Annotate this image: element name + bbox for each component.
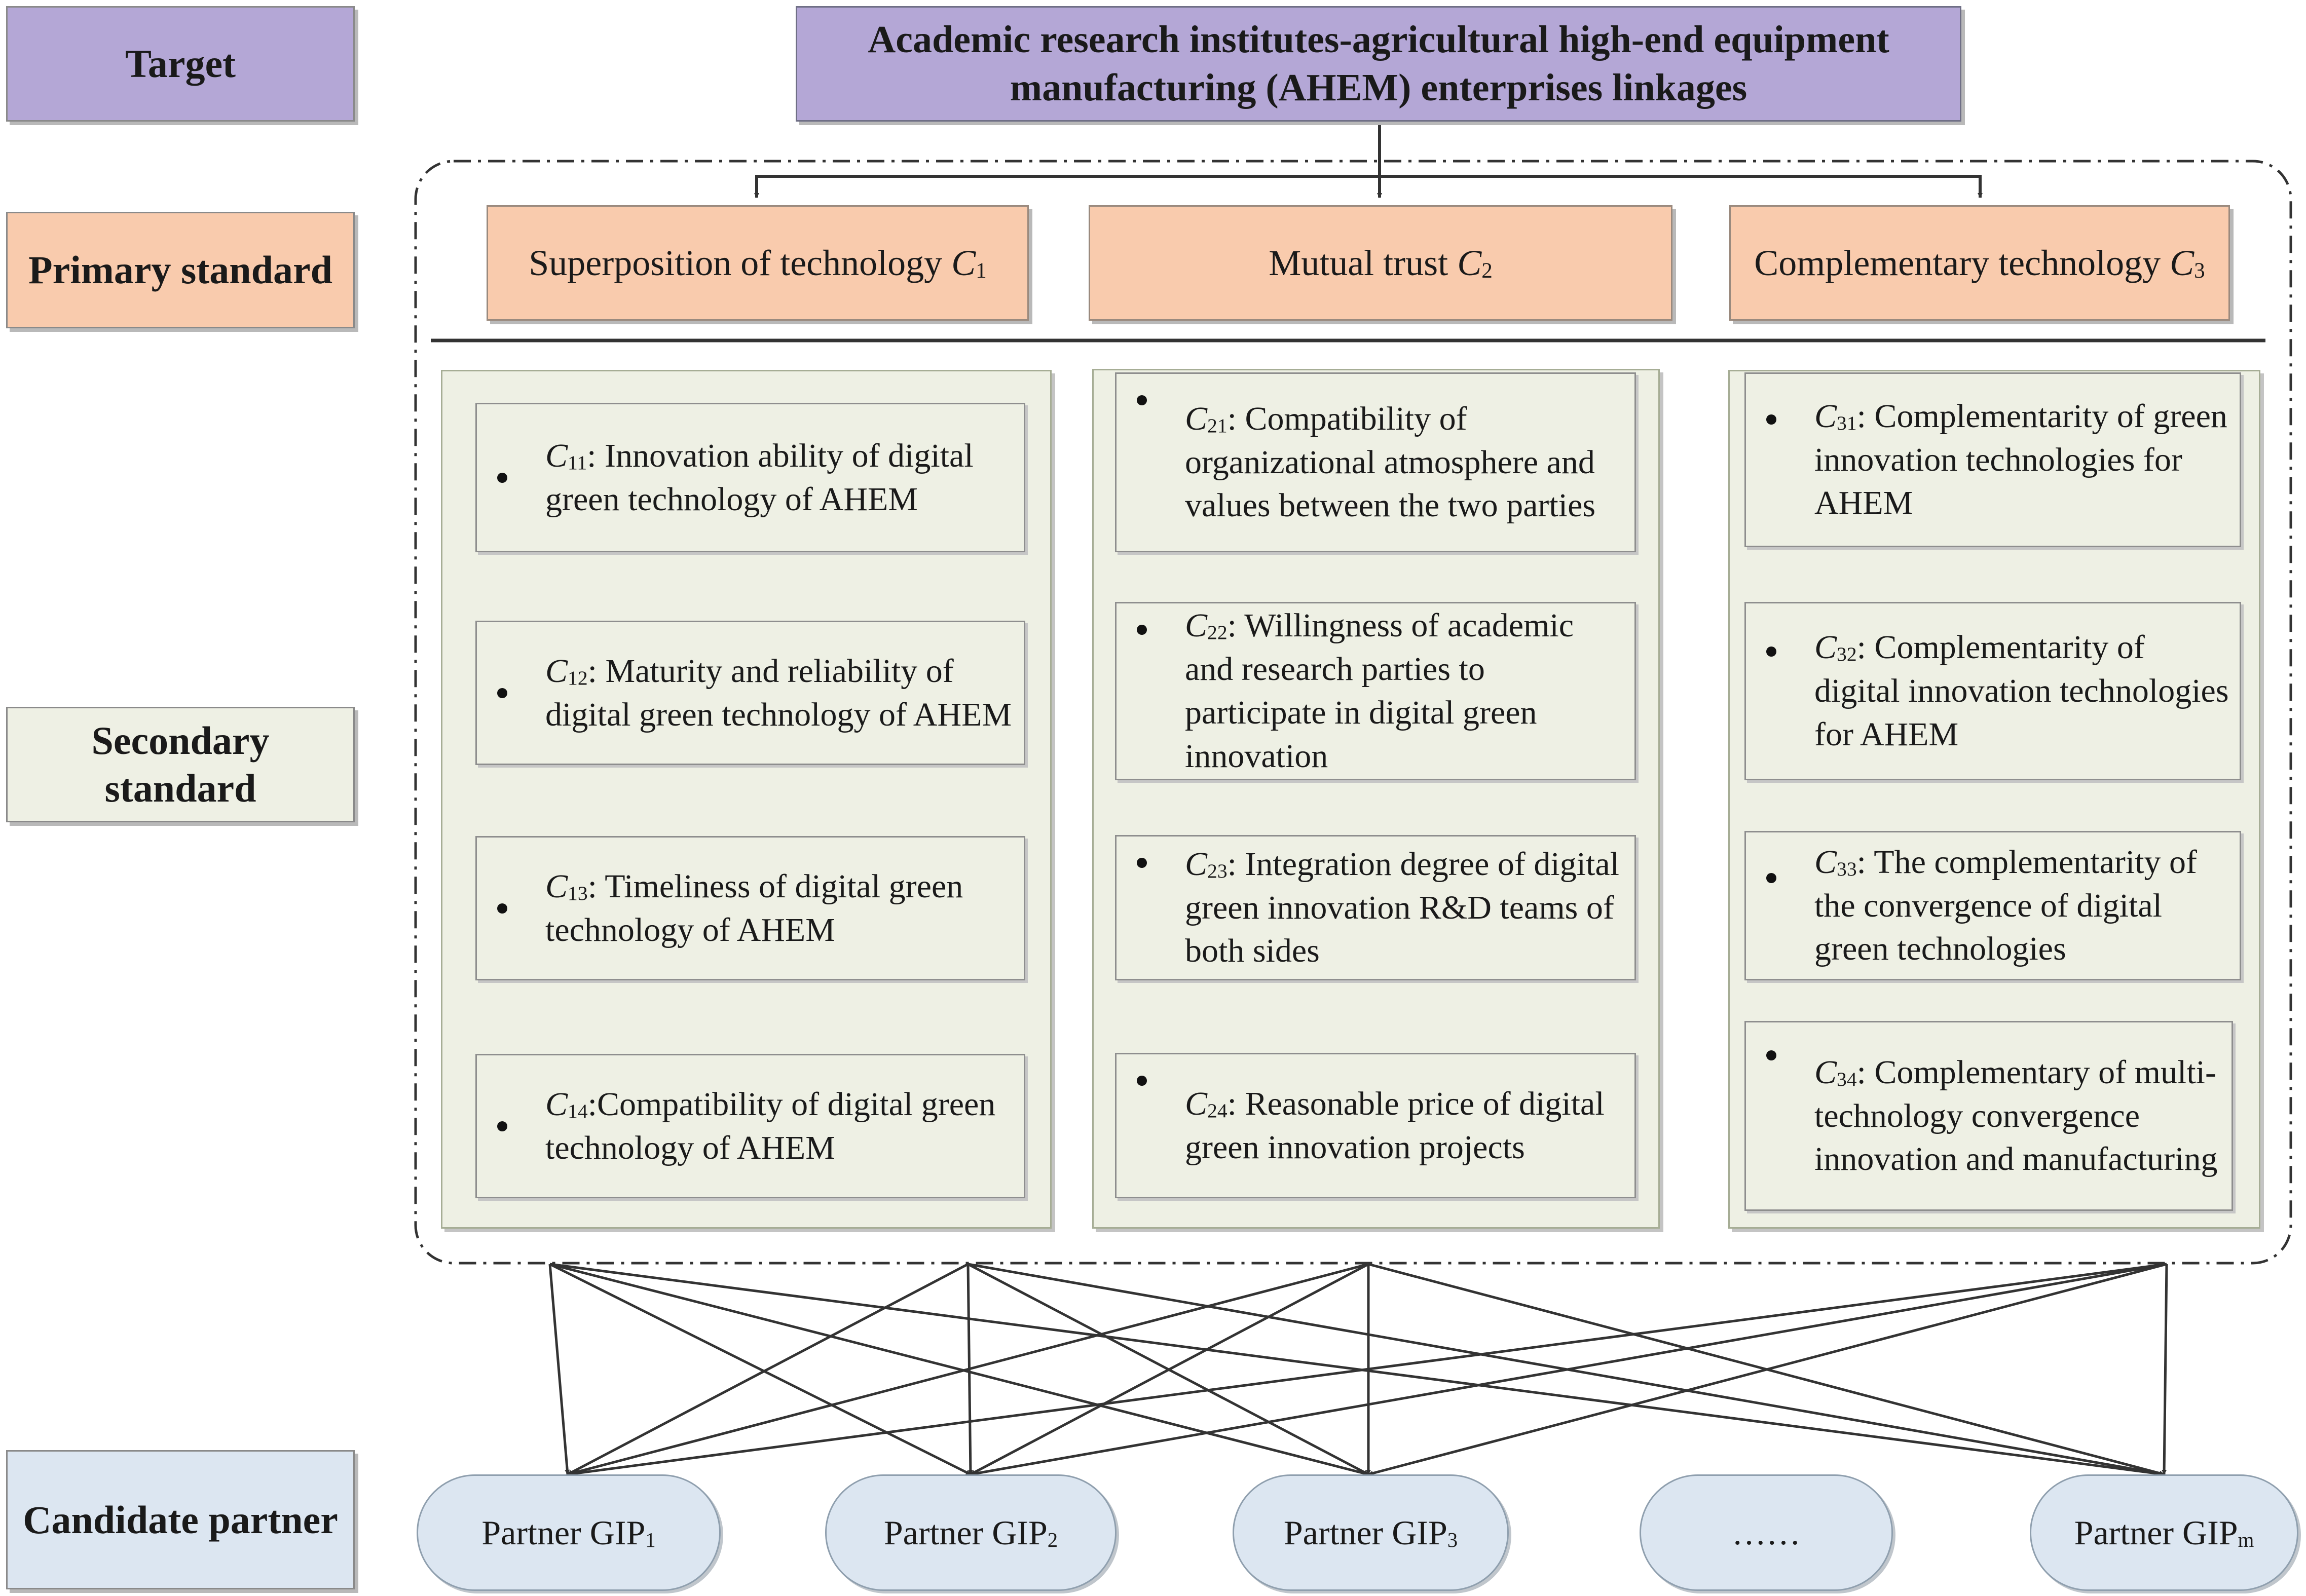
arrow-s1-t4 xyxy=(549,1263,2165,1476)
row-label-secondary: Secondary standard xyxy=(6,707,355,822)
bullet-icon xyxy=(497,688,507,698)
arrow-s2-t2 xyxy=(966,1264,973,1475)
criterion-c21: C21: Compatibility of organizational atm… xyxy=(1115,372,1636,552)
partner-gip-3-label: Partner GIP3 xyxy=(1283,1513,1458,1552)
primary-c3-text: Complementary technology C3 xyxy=(1754,242,2205,283)
criterion-c12: C12: Maturity and reliability of digital… xyxy=(475,621,1025,765)
arrow-s4-t2 xyxy=(970,1263,2167,1476)
partner-ellipsis-label: …… xyxy=(1732,1513,1801,1552)
bullet-icon xyxy=(1137,858,1147,868)
criteria-to-partner-arrows xyxy=(548,1263,2168,1476)
bullet-icon xyxy=(497,472,507,483)
partner-gip-m-label: Partner GIPm xyxy=(2074,1513,2254,1552)
criterion-c32: C32: Complementarity of digital innovati… xyxy=(1744,602,2241,780)
primary-c3-box: Complementary technology C3 xyxy=(1729,205,2230,321)
primary-c2-text: Mutual trust C2 xyxy=(1269,242,1493,283)
bullet-icon xyxy=(497,1121,507,1131)
row-label-primary: Primary standard xyxy=(6,212,355,328)
arrow-s3-t1 xyxy=(567,1263,1369,1476)
row-label-target: Target xyxy=(6,6,355,122)
bullet-icon xyxy=(1137,395,1147,405)
partner-gip-m: Partner GIPm xyxy=(2030,1474,2298,1591)
row-label-candidate: Candidate partner xyxy=(6,1450,355,1589)
bullet-icon xyxy=(1766,414,1776,425)
bullet-icon xyxy=(1766,1050,1776,1060)
arrow-s1-t3 xyxy=(549,1263,1369,1476)
partner-gip-1-label: Partner GIP1 xyxy=(481,1513,656,1552)
criterion-c24: C24: Reasonable price of digital green i… xyxy=(1115,1053,1636,1198)
criterion-c11: C11: Innovation ability of digital green… xyxy=(475,403,1025,552)
arrow-s1-t2 xyxy=(549,1263,972,1476)
bullet-icon xyxy=(1137,1076,1147,1086)
partner-ellipsis: …… xyxy=(1640,1474,1893,1591)
arrow-s4-t3 xyxy=(1368,1263,2167,1476)
criterion-c31: C31: Complementarity of green innovation… xyxy=(1744,372,2241,547)
row-label-primary-text: Primary standard xyxy=(28,248,333,292)
primary-c1-text: Superposition of technology C1 xyxy=(529,242,987,283)
arrow-s2-t4 xyxy=(968,1263,2165,1476)
bullet-icon xyxy=(1766,647,1776,657)
target-to-primary-arrows xyxy=(754,121,1983,198)
target-box-text: Academic research institutes-agricultura… xyxy=(868,18,1889,109)
criterion-c13: C13: Timeliness of digital green technol… xyxy=(475,836,1025,980)
arrow-s1-t1 xyxy=(548,1264,570,1475)
partner-gip-2-label: Partner GIP2 xyxy=(883,1513,1058,1552)
row-label-candidate-text: Candidate partner xyxy=(23,1497,338,1542)
arrow-s2-t3 xyxy=(967,1263,1369,1476)
bullet-icon xyxy=(1766,873,1776,883)
arrow-s4-t1 xyxy=(567,1263,2167,1476)
arrow-s3-t4 xyxy=(1368,1263,2165,1476)
row-label-target-text: Target xyxy=(125,42,236,86)
arrow-s4-t4 xyxy=(2162,1264,2168,1475)
partner-gip-3: Partner GIP3 xyxy=(1233,1474,1509,1591)
row-label-secondary-text: Secondary standard xyxy=(91,718,270,810)
arrow-s3-t2 xyxy=(970,1263,1369,1476)
primary-c2-box: Mutual trust C2 xyxy=(1089,205,1672,321)
arrow-s2-t1 xyxy=(567,1263,969,1476)
criterion-c34: C34: Complementary of multi-technology c… xyxy=(1744,1021,2233,1211)
primary-c1-box: Superposition of technology C1 xyxy=(487,205,1029,321)
criterion-c23: C23: Integration degree of digital green… xyxy=(1115,835,1636,980)
target-box: Academic research institutes-agricultura… xyxy=(796,6,1961,122)
bullet-icon xyxy=(1137,625,1147,635)
criterion-c22: C22: Willingness of academic and researc… xyxy=(1115,602,1636,780)
partner-gip-2: Partner GIP2 xyxy=(825,1474,1117,1591)
bullet-icon xyxy=(497,903,507,914)
partner-gip-1: Partner GIP1 xyxy=(417,1474,721,1591)
criterion-c33: C33: The complementarity of the converge… xyxy=(1744,831,2241,980)
criterion-c14: C14:Compatibility of digital green techn… xyxy=(475,1054,1025,1198)
